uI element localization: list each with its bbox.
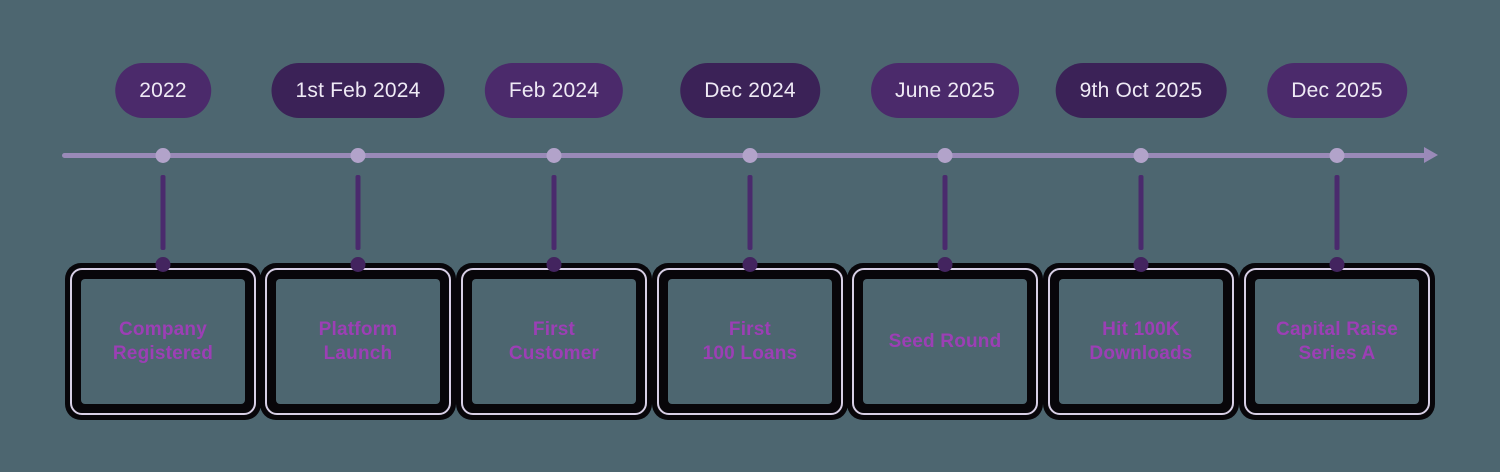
axis-node-dot bbox=[742, 148, 758, 163]
card-connector-dot bbox=[1329, 257, 1345, 272]
card-border-ring: Seed Round bbox=[852, 268, 1038, 415]
milestone-date-label: 9th Oct 2025 bbox=[1079, 79, 1203, 102]
milestone-title-line-1: First bbox=[728, 318, 772, 340]
connector-stem bbox=[1334, 175, 1340, 250]
connector-stem bbox=[355, 175, 361, 250]
milestone-title-line-1: Hit 100K bbox=[1102, 318, 1180, 340]
milestone-date-pill[interactable]: Dec 2025 bbox=[1267, 63, 1407, 118]
milestone-date-pill[interactable]: 2022 bbox=[115, 63, 211, 118]
card-interior: Seed Round bbox=[863, 279, 1027, 404]
axis-node-dot bbox=[1133, 148, 1149, 163]
axis-node-dot bbox=[155, 148, 171, 163]
connector-stem bbox=[160, 175, 166, 250]
milestone-date-pill[interactable]: Feb 2024 bbox=[484, 63, 624, 118]
milestone-card[interactable]: Seed Round bbox=[847, 263, 1043, 420]
axis-node-dot bbox=[1329, 148, 1345, 163]
card-connector-dot bbox=[350, 257, 366, 272]
milestone-title-line-1: Platform bbox=[318, 318, 398, 340]
milestone-date-label: 1st Feb 2024 bbox=[295, 79, 421, 102]
milestone-title-line-1: Capital Raise bbox=[1276, 318, 1398, 340]
axis-node-dot bbox=[937, 148, 953, 163]
milestone-title-line-2: Launch bbox=[323, 342, 393, 364]
milestone-date-label: Feb 2024 bbox=[508, 79, 600, 102]
connector-stem bbox=[942, 175, 948, 250]
milestone-title-line-1: Seed Round bbox=[888, 330, 1002, 352]
milestone-title-line-2: Customer bbox=[508, 342, 600, 364]
milestone-date-pill[interactable]: June 2025 bbox=[871, 63, 1019, 118]
milestone-title-line-2: 100 Loans bbox=[702, 342, 798, 364]
milestone-date-pill[interactable]: 9th Oct 2025 bbox=[1055, 63, 1227, 118]
timeline-arrow-icon bbox=[1424, 147, 1438, 163]
milestone-title-line-2: Downloads bbox=[1089, 342, 1193, 364]
milestone-title: Seed Round bbox=[889, 330, 1002, 354]
card-connector-dot bbox=[742, 257, 758, 272]
card-connector-dot bbox=[546, 257, 562, 272]
card-connector-dot bbox=[155, 257, 171, 272]
milestone-date-label: June 2025 bbox=[895, 79, 995, 102]
connector-stem bbox=[551, 175, 557, 250]
connector-stem bbox=[1138, 175, 1144, 250]
milestone-title-line-2: Registered bbox=[112, 342, 214, 364]
axis-node-dot bbox=[350, 148, 366, 163]
milestone-date-label: 2022 bbox=[139, 79, 187, 102]
axis-node-dot bbox=[546, 148, 562, 163]
milestone-date-pill[interactable]: Dec 2024 bbox=[680, 63, 820, 118]
milestone-date-pill[interactable]: 1st Feb 2024 bbox=[271, 63, 445, 118]
connector-stem bbox=[747, 175, 753, 250]
milestone-title-line-1: First bbox=[532, 318, 576, 340]
card-connector-dot bbox=[1133, 257, 1149, 272]
milestone-date-label: Dec 2025 bbox=[1291, 79, 1383, 102]
card-connector-dot bbox=[937, 257, 953, 272]
milestone-date-label: Dec 2024 bbox=[704, 79, 796, 102]
milestone-title-line-2: Series A bbox=[1298, 342, 1376, 364]
milestone-title-line-1: Company bbox=[119, 318, 207, 340]
